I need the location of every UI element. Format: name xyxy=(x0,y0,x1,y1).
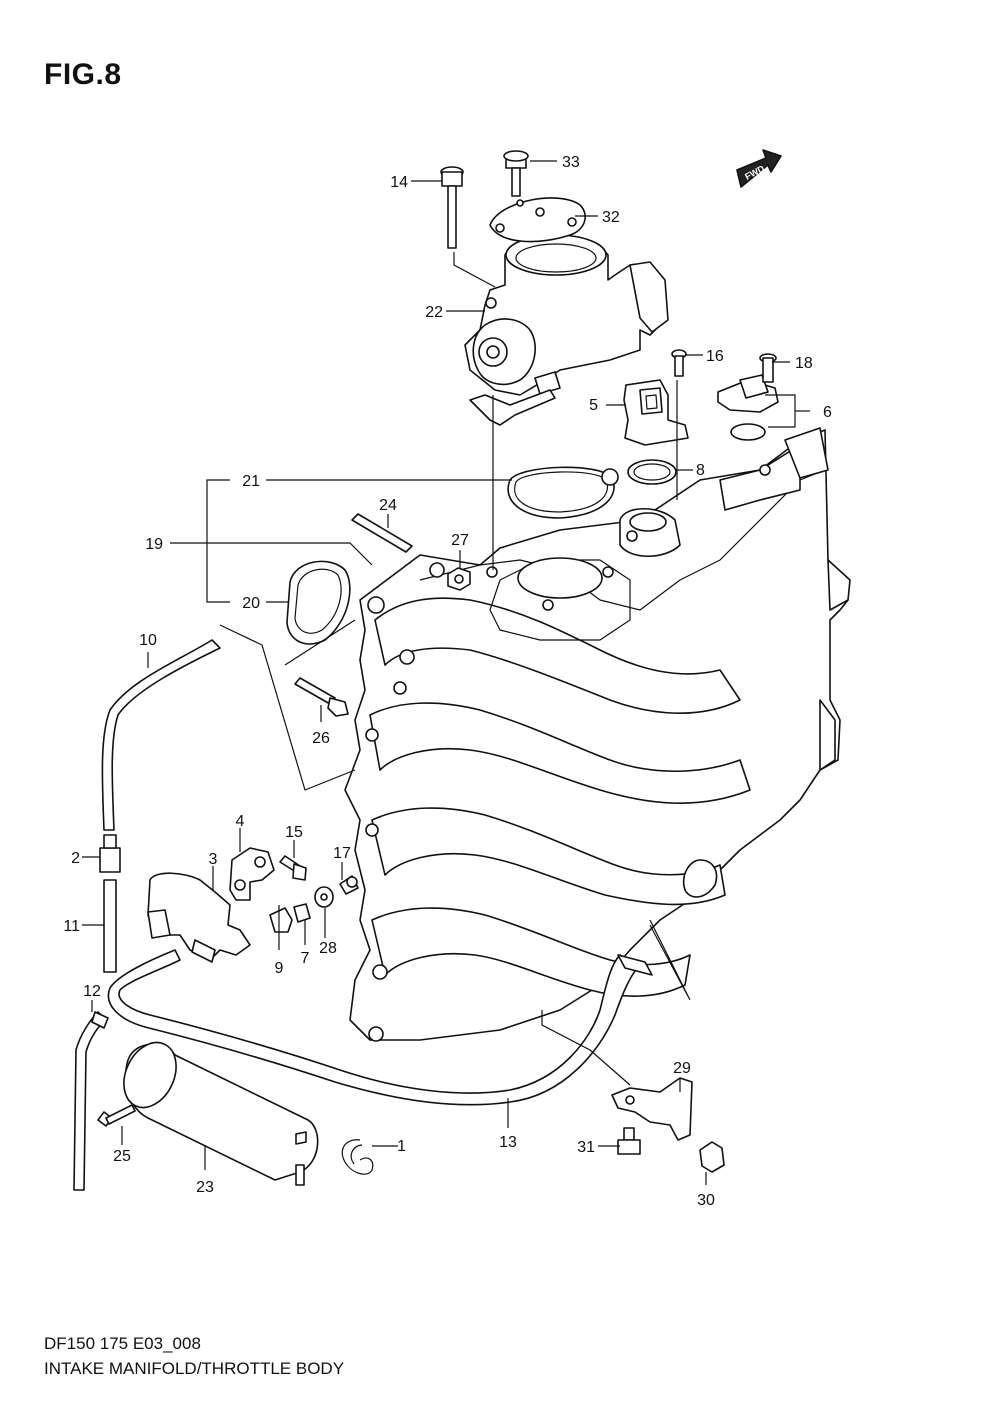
figure-title: FIG.8 xyxy=(44,58,122,91)
callout-11: 11 xyxy=(63,918,80,935)
solenoid-valve-3 xyxy=(147,872,251,963)
canister-23 xyxy=(123,1041,319,1186)
callout-29: 29 xyxy=(673,1060,691,1077)
bolt-18 xyxy=(759,353,777,383)
clip-30 xyxy=(699,1141,725,1173)
bolt-14 xyxy=(440,166,464,249)
callout-22: 22 xyxy=(425,304,443,321)
callout-1: 1 xyxy=(397,1138,406,1155)
diagram-name: INTAKE MANIFOLD/THROTTLE BODY xyxy=(44,1359,345,1378)
sensor-5 xyxy=(623,379,689,446)
callout-16: 16 xyxy=(706,348,724,365)
throttle-body xyxy=(464,234,669,426)
callout-26: 26 xyxy=(312,730,330,747)
callout-20: 20 xyxy=(242,595,260,612)
callout-23: 23 xyxy=(196,1179,214,1196)
stud-24 xyxy=(351,513,413,553)
gasket-20 xyxy=(286,560,351,645)
callout-9: 9 xyxy=(275,960,284,977)
callout-4: 4 xyxy=(236,813,245,830)
callout-6: 6 xyxy=(823,404,832,421)
callout-5: 5 xyxy=(589,397,598,414)
connector-2 xyxy=(99,834,121,873)
hose-10 xyxy=(101,639,221,831)
washer-28 xyxy=(314,886,334,908)
callout-21: 21 xyxy=(242,473,260,490)
o-ring-8 xyxy=(627,459,677,485)
hose-13 xyxy=(107,949,653,1106)
screw-16 xyxy=(671,349,687,377)
callout-19: 19 xyxy=(145,536,163,553)
callout-3: 3 xyxy=(209,851,218,868)
leader-lines xyxy=(82,160,810,1185)
fwd-arrow-icon: FWD xyxy=(736,149,782,188)
throttle-body-flange-gasket xyxy=(489,197,586,243)
callout-32: 32 xyxy=(602,209,620,226)
bolt-33 xyxy=(503,150,529,197)
callout-28: 28 xyxy=(319,940,337,957)
callout-12: 12 xyxy=(83,983,101,1000)
callout-10: 10 xyxy=(139,632,157,649)
grommet-9 xyxy=(269,907,293,933)
intake-manifold xyxy=(344,427,851,1042)
diagram-code: DF150 175 E03_008 xyxy=(44,1334,201,1353)
sensor-6 xyxy=(717,374,779,441)
bolt-26 xyxy=(294,677,349,717)
callout-25: 25 xyxy=(113,1148,131,1165)
collar-7 xyxy=(293,903,311,923)
bracket-4 xyxy=(229,847,275,901)
callout-13: 13 xyxy=(499,1134,517,1151)
bolt-25 xyxy=(97,1104,136,1127)
clip-1 xyxy=(341,1139,374,1175)
callout-7: 7 xyxy=(301,950,310,967)
callout-30: 30 xyxy=(697,1192,715,1209)
callout-labels: 1 2 3 4 5 6 7 8 9 10 11 12 13 14 15 16 1… xyxy=(63,154,832,1209)
callout-27: 27 xyxy=(451,532,469,549)
bolt-31 xyxy=(617,1127,641,1155)
callout-17: 17 xyxy=(333,845,351,862)
callout-18: 18 xyxy=(795,355,813,372)
bracket-29 xyxy=(611,1077,693,1141)
nut-27 xyxy=(447,567,471,591)
bolt-17 xyxy=(339,875,359,895)
callout-14: 14 xyxy=(390,174,408,191)
callout-15: 15 xyxy=(285,824,303,841)
bolt-15 xyxy=(279,855,307,881)
callout-33: 33 xyxy=(562,154,580,171)
hose-11 xyxy=(103,879,117,973)
hose-12 xyxy=(73,1011,109,1191)
callout-8: 8 xyxy=(696,462,705,479)
callout-24: 24 xyxy=(379,497,397,514)
callout-31: 31 xyxy=(577,1139,595,1156)
callout-2: 2 xyxy=(71,850,80,867)
throttle-body-gasket xyxy=(507,466,619,519)
